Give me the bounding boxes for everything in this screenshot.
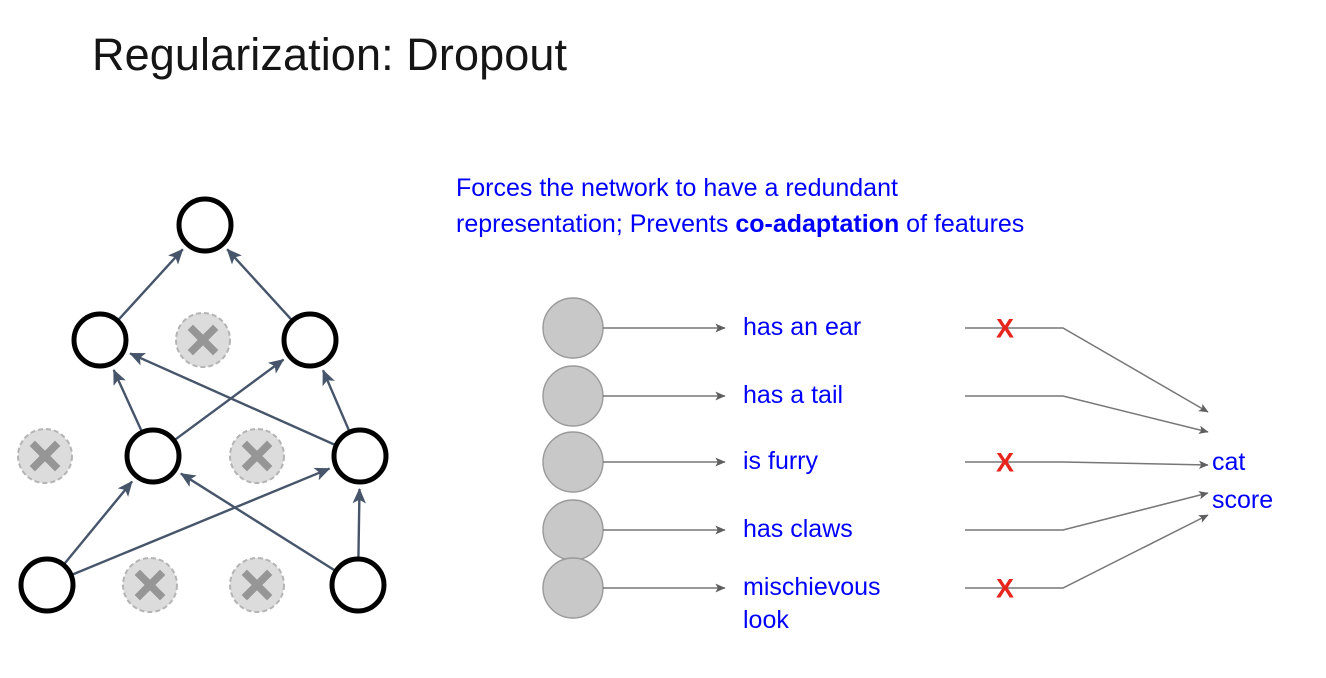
dropped-x-stroke	[241, 569, 273, 601]
feature-output-arrow	[965, 491, 1209, 531]
page-title: Regularization: Dropout	[92, 29, 568, 80]
dropped-x-stroke	[134, 569, 166, 601]
dropped-x-icon	[134, 569, 166, 601]
feature-dropped-x-icon: X	[995, 447, 1015, 478]
caption-line-1: Forces the network to have a redundant	[456, 174, 898, 202]
feature-output-arrow	[965, 514, 1209, 589]
network-edge	[180, 472, 336, 572]
network-edge	[117, 248, 184, 321]
feature-dropped-x-icon: X	[995, 313, 1015, 344]
dropped-x-icon	[187, 324, 219, 356]
network-edge	[174, 358, 285, 441]
cat-score-label: cat score	[1212, 448, 1274, 514]
feature-neuron	[542, 365, 604, 427]
network-node-active	[176, 196, 234, 254]
network-edge	[129, 352, 336, 447]
network-nodes	[17, 196, 389, 614]
dropped-x-stroke	[241, 440, 273, 472]
row-has-a-tail: has a tail	[743, 381, 844, 409]
feature-dropped-x-icon: X	[995, 573, 1015, 604]
feature-neuron	[542, 297, 604, 359]
feature-neuron	[542, 499, 604, 561]
row-has-an-ear: has an ear	[743, 313, 862, 341]
dropped-x-icon	[29, 440, 61, 472]
row-has-claws: has claws	[743, 515, 853, 543]
network-edge	[321, 369, 351, 432]
network-edge	[112, 369, 143, 432]
network-edge	[71, 467, 331, 576]
network-node-active	[124, 427, 182, 485]
row-is-furry: is furry	[743, 447, 818, 475]
network-edge	[63, 480, 133, 565]
dropped-x-stroke	[29, 440, 61, 472]
network-node-active	[329, 556, 387, 614]
dropped-x-stroke	[187, 324, 219, 356]
feature-neuron	[542, 431, 604, 493]
network-edge	[226, 248, 293, 321]
network-node-active	[71, 311, 129, 369]
network-node-active	[331, 427, 389, 485]
caption-emphasis-co-adaptation: co-adaptation	[735, 210, 900, 238]
dropout-caption: Forces the network to have a redundant r…	[456, 170, 1186, 242]
dropped-x-icon	[241, 569, 273, 601]
caption-line-2-prefix: representation; Prevents	[456, 210, 736, 238]
network-edges	[63, 248, 366, 576]
network-edge	[352, 488, 366, 559]
feature-diagram-graphics	[542, 297, 1209, 619]
feature-output-arrow	[965, 395, 1209, 434]
network-node-active	[281, 311, 339, 369]
feature-output-arrow	[965, 327, 1209, 413]
feature-neuron	[542, 557, 604, 619]
dropped-x-icon	[241, 440, 273, 472]
row-mischievous: mischievous look	[743, 573, 881, 634]
feature-output-arrow	[965, 460, 1209, 470]
caption-line-2-suffix: of features	[899, 210, 1025, 238]
network-node-active	[18, 556, 76, 614]
